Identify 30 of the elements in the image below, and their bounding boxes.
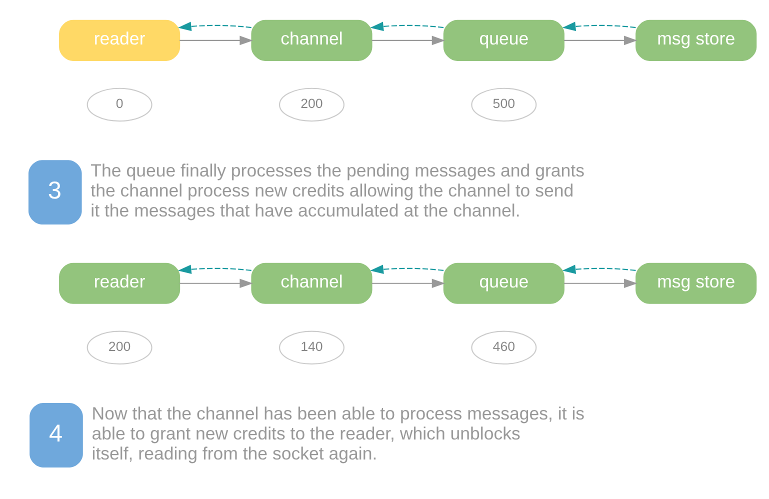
node-box: reader: [59, 262, 180, 304]
node-label: The queue finally processes the pending messages and grants the channel process new credits allowing the channel to send it the messages that have accumulated at the channel.: [90, 160, 584, 221]
arrow: [178, 264, 252, 274]
node-box: queue: [443, 20, 564, 61]
node-ellipse: 200: [86, 330, 152, 365]
arrow: [372, 278, 446, 288]
arrow: [180, 278, 254, 288]
node-box: msg store: [636, 20, 757, 61]
arrow: [564, 36, 638, 46]
arrow: [562, 264, 636, 274]
node-box: 3: [28, 160, 82, 224]
node-label: Now that the channel has been able to process messages, it is able to grant new credits to the reader, which unblocks itself, reading from the socket again.: [92, 403, 585, 464]
arrow: [562, 22, 636, 32]
arrow: [372, 36, 446, 46]
node-box: queue: [443, 262, 564, 304]
arrow: [564, 278, 638, 288]
node-ellipse: 0: [86, 88, 152, 122]
node-ellipse: 200: [278, 88, 344, 122]
node-ellipse: 140: [278, 330, 344, 365]
arrow: [180, 36, 254, 46]
node-box: reader: [59, 20, 180, 61]
node-box: channel: [251, 20, 372, 61]
node-box: channel: [251, 262, 372, 304]
arrow: [370, 22, 444, 32]
arrow: [178, 22, 252, 32]
node-ellipse: 460: [471, 330, 537, 365]
arrow: [370, 264, 444, 274]
node-ellipse: 500: [471, 88, 537, 122]
node-box: msg store: [636, 262, 757, 304]
node-box: 4: [30, 403, 83, 468]
